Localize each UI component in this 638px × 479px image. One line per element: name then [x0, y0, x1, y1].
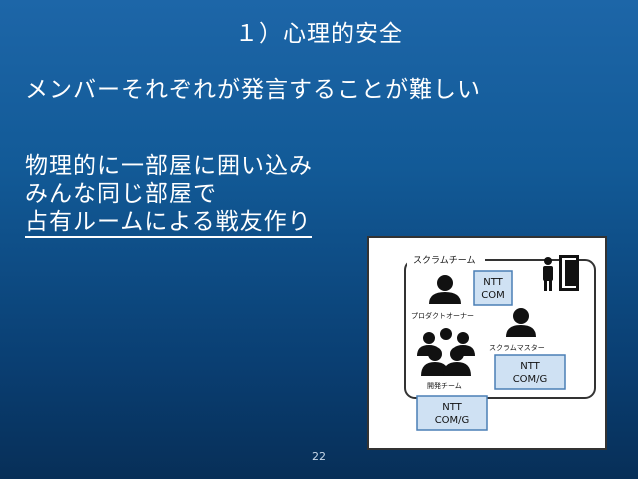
sm-tag-line2: COM/G — [513, 374, 548, 385]
po-tag-line1: NTT — [483, 277, 503, 288]
po-tag: NTT COM — [473, 270, 513, 306]
body-line-3-text: 占有ルームによる戦友作り — [25, 209, 312, 238]
dev-team-label: 開発チーム — [427, 381, 462, 390]
dev-tag: NTT COM/G — [416, 395, 488, 431]
product-owner-label: プロダクトオーナー — [411, 311, 474, 320]
dev-tag-line1: NTT — [442, 402, 462, 413]
scrum-team-boundary — [404, 259, 596, 399]
label-gap — [407, 252, 485, 266]
slide-title: １）心理的安全 — [235, 21, 403, 47]
dev-tag-line2: COM/G — [435, 415, 470, 426]
body-line-2: みんな同じ部屋で — [25, 181, 217, 207]
scrum-team-diagram: スクラムチーム NTT COM プロダクトオーナー スクラムマスター — [367, 236, 607, 450]
po-tag-line2: COM — [481, 290, 504, 301]
product-owner-icon — [429, 275, 461, 304]
sm-tag: NTT COM/G — [494, 354, 566, 390]
body-line-1: 物理的に一部屋に囲い込み — [25, 153, 313, 179]
sm-tag-line1: NTT — [520, 361, 540, 372]
exit-door-icon — [543, 255, 579, 291]
scrum-master-icon — [506, 308, 536, 337]
diagram-canvas: スクラムチーム NTT COM プロダクトオーナー スクラムマスター — [404, 252, 596, 431]
scrum-team-label: スクラムチーム — [413, 255, 475, 266]
page-number: 22 — [312, 450, 326, 463]
scrum-master-label: スクラムマスター — [489, 343, 545, 352]
dev-team-icon — [417, 328, 475, 376]
slide-subtitle: メンバーそれぞれが発言することが難しい — [25, 77, 481, 103]
body-line-3: 占有ルームによる戦友作り — [25, 208, 312, 238]
